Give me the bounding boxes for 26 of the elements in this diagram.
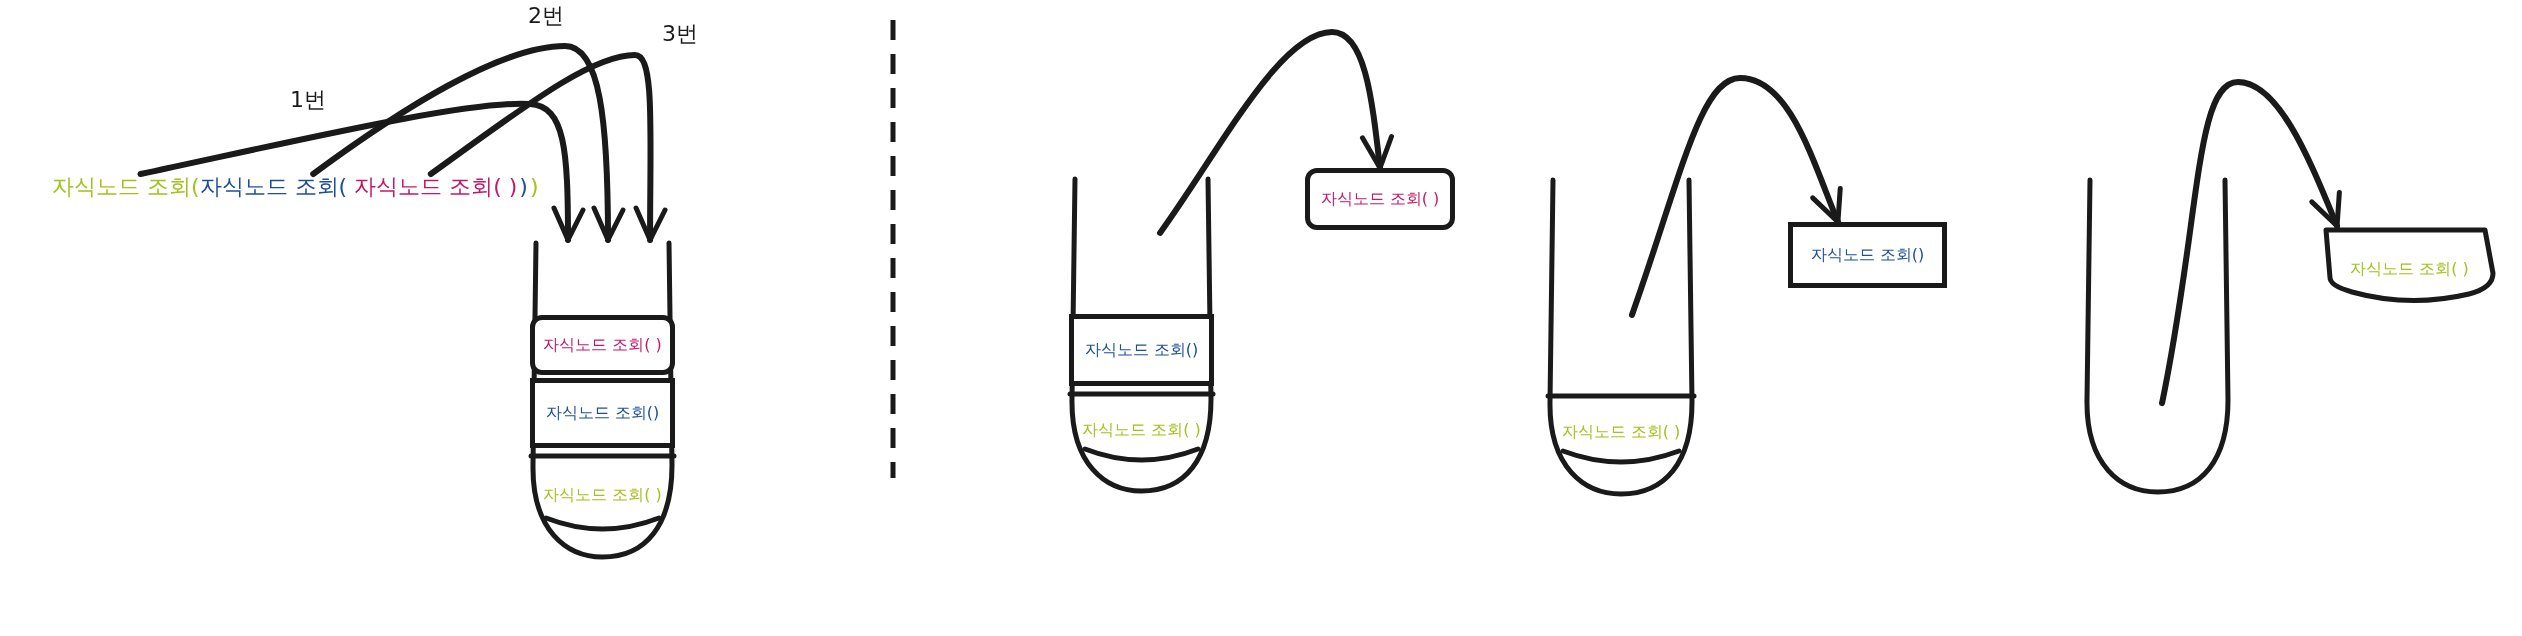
code-text: ) — [529, 174, 539, 199]
code-text: 자식노드 조회( — [199, 174, 348, 199]
arrow — [2159, 79, 2342, 407]
container-outline — [2084, 177, 2231, 495]
stack-item: 자식노드 조회( ) — [1547, 393, 1695, 471]
arrow — [427, 52, 668, 243]
stack-item: 자식노드 조회( ) — [1305, 168, 1455, 230]
stack-item: 자식노드 조회() — [530, 378, 675, 448]
stack-item: 자식노드 조회() — [1069, 314, 1214, 386]
stack-item: 자식노드 조회() — [1788, 222, 1947, 288]
stack-item: 자식노드 조회( ) — [530, 453, 675, 538]
edge-label: 1번 — [290, 88, 326, 113]
code-text: ) — [519, 174, 528, 199]
arrow — [137, 100, 586, 243]
stack-item: 자식노드 조회( ) — [1069, 391, 1214, 469]
code-text: 자식노드 조회( ) — [354, 174, 518, 199]
container-outline — [1547, 177, 1695, 497]
code-text: 자식노드 조회( — [52, 174, 200, 199]
edge-label: 2번 — [528, 4, 564, 29]
stack-item: 자식노드 조회( ) — [530, 315, 675, 375]
container-outline — [1069, 176, 1214, 494]
container-outline — [530, 240, 675, 560]
edge-label: 3번 — [662, 22, 698, 47]
arrow — [1628, 75, 1844, 318]
arrow — [310, 43, 626, 243]
arrow — [1157, 29, 1394, 236]
